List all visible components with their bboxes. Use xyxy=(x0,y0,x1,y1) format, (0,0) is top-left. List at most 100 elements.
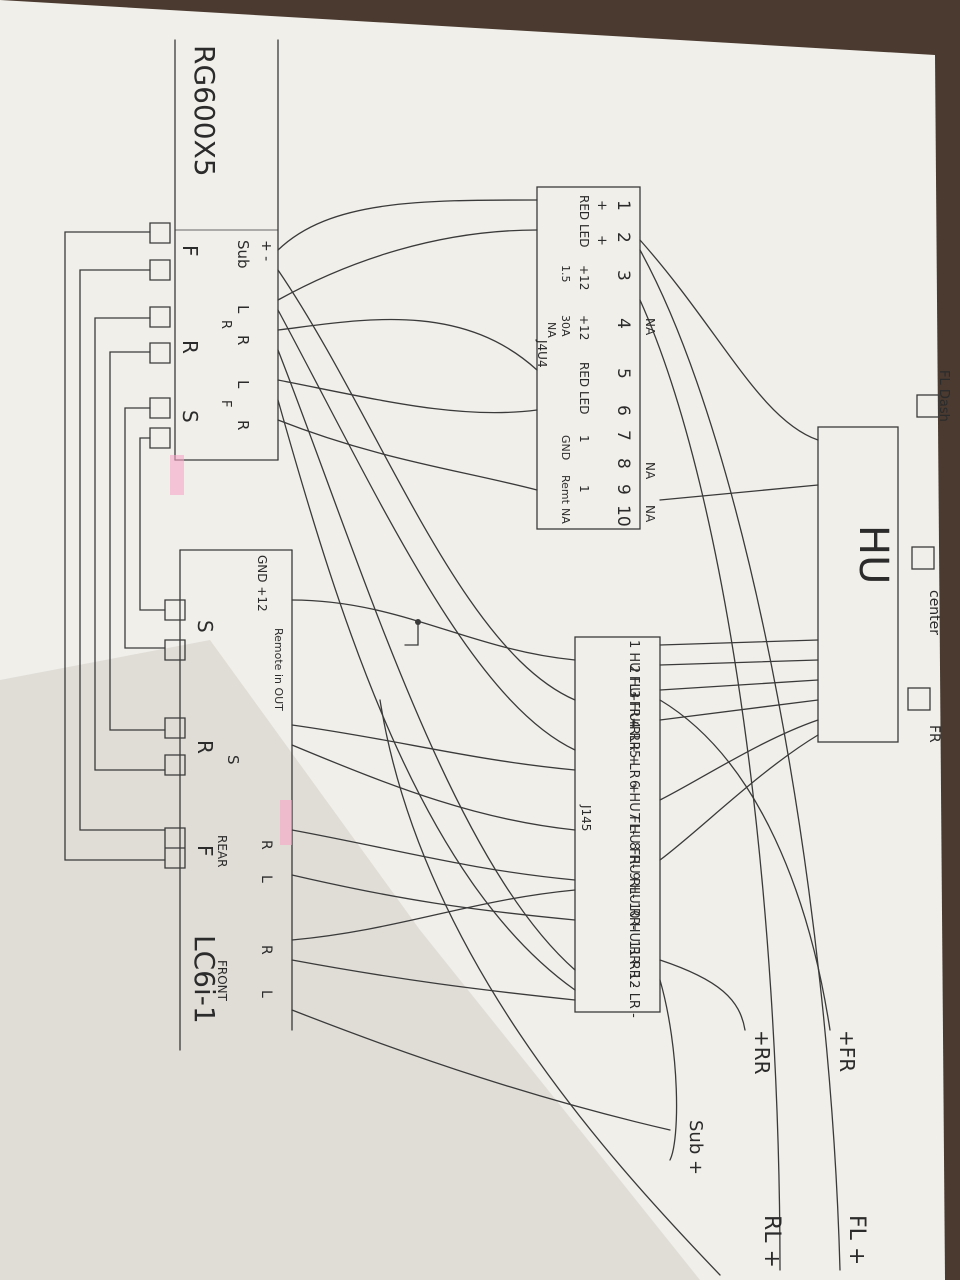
amp1-group-r: R xyxy=(178,340,202,354)
amp2-title: LC6i-1 xyxy=(188,935,221,1024)
h2-pin-3: 3 HU RL+ xyxy=(626,690,641,753)
amp1-label-l1: L xyxy=(234,305,252,314)
amp1-label-f: F xyxy=(218,400,233,407)
h1-row2-1a: 1 xyxy=(577,435,591,443)
h1-row3-1-5: 1.5 xyxy=(559,265,572,283)
speaker-center xyxy=(911,546,935,570)
amp2-group-f: F xyxy=(193,845,217,857)
h1-pin-2: 2 xyxy=(613,232,633,243)
harness2-box xyxy=(574,636,661,1013)
h1-pin-1: 1 xyxy=(613,200,633,211)
wire-fl xyxy=(639,249,841,1271)
h1-row2-1b: 1 xyxy=(577,485,591,493)
wire-hu-h1 xyxy=(639,239,819,441)
loop-6 xyxy=(139,437,166,611)
wire-c xyxy=(277,318,538,371)
h1-na-2: NA xyxy=(643,462,657,480)
h1-pin-10: 10 xyxy=(613,505,633,527)
wire-k xyxy=(291,724,576,771)
amp1-label-sub: Sub xyxy=(234,240,252,269)
h1-row3-30a: 30A xyxy=(559,315,572,337)
h2-pin-11: 11 RR - xyxy=(626,940,641,988)
h2-extra: J145 xyxy=(579,804,593,831)
wire-e xyxy=(277,419,538,491)
h2-pin-1: 1 HU FL+ xyxy=(626,640,641,701)
h1-pin-7: 7 xyxy=(613,430,633,441)
wires-hu-h2b xyxy=(659,719,819,861)
wire-rl xyxy=(639,299,781,1271)
amp1-title: RG600X5 xyxy=(188,45,221,177)
wires-hu-h2 xyxy=(659,639,819,721)
amp2-terminals xyxy=(164,599,186,869)
h2-pin-2: 2 HU FR+ xyxy=(626,665,641,728)
wire-b xyxy=(277,229,538,301)
loop-3 xyxy=(94,317,166,771)
hu-box xyxy=(817,426,899,743)
h1-na-3: NA xyxy=(643,505,657,523)
amp2-group-r: R xyxy=(193,740,217,754)
wire-d xyxy=(277,379,538,414)
h1-row3-na: NA xyxy=(545,322,558,338)
amp2-label-s: S xyxy=(224,755,242,765)
h2-pin-9: 9 HU RR- xyxy=(626,872,641,930)
pencil-lines xyxy=(64,39,940,1276)
h1-pin-5: 5 xyxy=(613,368,633,379)
amp2-label-front: FRONT xyxy=(215,960,229,1002)
wire-o xyxy=(291,889,576,941)
output-fl: FL + xyxy=(844,1215,869,1265)
h1-row2-red-led-2: RED LED xyxy=(577,362,591,414)
wire-a xyxy=(277,199,538,251)
h1-row2-12b: +12 xyxy=(577,315,591,340)
hu-title: HU xyxy=(850,525,896,584)
output-sub: Sub + xyxy=(685,1120,706,1175)
wire-long xyxy=(379,699,721,1276)
h1-pin-6: 6 xyxy=(613,405,633,416)
wire-i xyxy=(277,399,576,991)
wire-l xyxy=(291,744,576,831)
amp1-label-r2: R xyxy=(234,420,252,430)
amp2-label-gnd: GND +12 xyxy=(255,555,269,612)
amp2-ch-r2: R xyxy=(258,945,274,955)
h1-na-1: NA xyxy=(643,318,657,336)
output-rr: +RR xyxy=(750,1030,774,1075)
amp1-terminals xyxy=(149,222,171,449)
wire-f xyxy=(277,269,576,701)
ground-dot xyxy=(415,619,421,625)
wire-h xyxy=(277,349,576,971)
harness1-box xyxy=(536,186,641,530)
amp1-group-s: S xyxy=(178,410,202,423)
highlight-mark-2 xyxy=(280,800,292,845)
h1-row3-gnd: GND xyxy=(559,435,572,460)
paper-shadow xyxy=(0,640,700,1280)
h1-extra: J4U4 xyxy=(535,339,549,368)
hu-speaker-fl-dash: FL Dash xyxy=(936,370,951,422)
wire-hu-h1b xyxy=(659,484,819,501)
amp1-group-f: F xyxy=(178,245,202,257)
wire-rr xyxy=(659,959,746,1031)
amp2-group-s: S xyxy=(193,620,217,633)
loop-2 xyxy=(79,269,166,831)
h1-row3-na2: NA xyxy=(559,508,572,524)
h1-row1-a: + xyxy=(594,200,609,211)
h1-pin-8: 8 xyxy=(613,458,633,469)
hu-speaker-fr: FR xyxy=(926,725,942,743)
output-fr: +FR xyxy=(835,1030,859,1072)
wire-p xyxy=(291,959,576,1001)
h2-pin-4: 4 RR + xyxy=(626,720,641,766)
loop-4 xyxy=(109,351,166,731)
amp1-polarity: + - xyxy=(258,240,274,261)
wire-q xyxy=(291,1009,671,1131)
output-rl: RL + xyxy=(759,1215,784,1268)
h2-pin-12: 12 LR - xyxy=(626,972,641,1018)
h2-pin-10: 10 HU RR- xyxy=(626,902,641,969)
h1-pin-4: 4 xyxy=(613,318,633,329)
amp2-ch-r1: R xyxy=(258,840,274,850)
hu-speaker-center: center xyxy=(926,590,942,635)
speaker-fl-dash xyxy=(916,394,940,418)
h2-pin-5: 5 LR + xyxy=(626,750,641,794)
h1-row2-12a: +12 xyxy=(577,265,591,290)
h1-row2-red-led: RED LED xyxy=(577,195,591,247)
amp2-label-rear: REAR xyxy=(215,835,229,867)
h2-pin-7: 7 HU FR- xyxy=(626,812,641,869)
amp2-ch-l1: L xyxy=(258,875,274,883)
